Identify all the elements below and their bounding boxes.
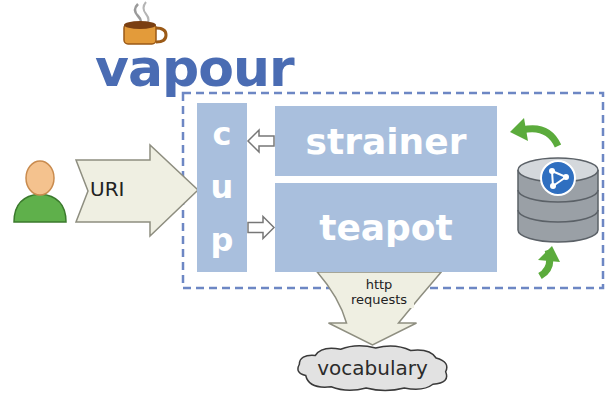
flow-arrow (248, 217, 274, 239)
process-box: teapot (275, 183, 497, 272)
database-icon (518, 158, 598, 242)
flow-arrow (248, 130, 274, 152)
user-icon (14, 161, 66, 222)
node-text: cup (206, 108, 238, 266)
edge-label: http requests (344, 278, 414, 308)
request-arrow (317, 272, 441, 345)
dashed-boundary (183, 93, 603, 288)
node-text: strainer (306, 121, 467, 162)
uri-arrow (76, 145, 198, 236)
connector (248, 217, 274, 239)
cycle-arrow (510, 118, 560, 276)
connector (317, 272, 441, 345)
cloud-outline (298, 346, 447, 391)
cloud-node: vocabulary (293, 343, 452, 393)
cup-box: cup (197, 103, 247, 272)
node-text: vocabulary (317, 356, 428, 380)
connector (248, 130, 274, 152)
mug-icon (124, 2, 166, 44)
process-box: strainer (275, 106, 497, 176)
diagram-title: vapour (95, 38, 294, 98)
arrow-label: URI (90, 177, 124, 201)
node-text: teapot (319, 207, 453, 248)
